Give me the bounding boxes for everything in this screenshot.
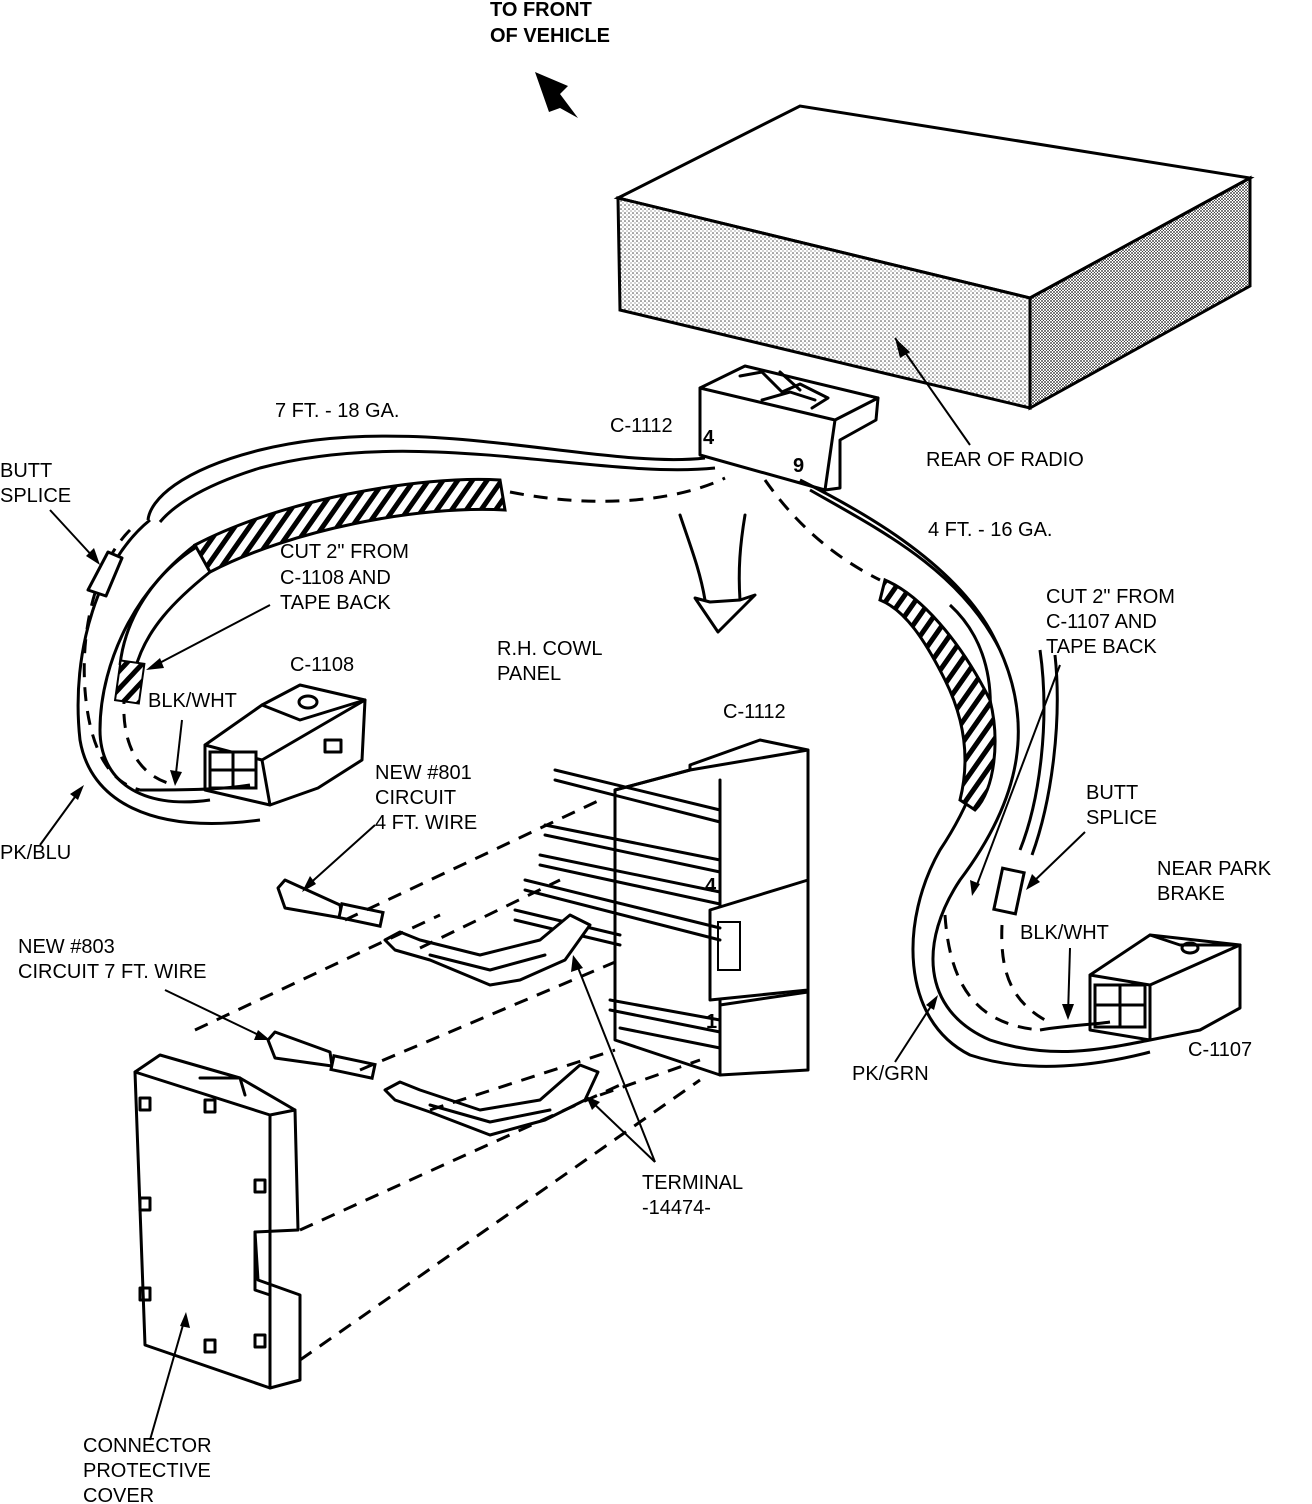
cut-c1107-label-2: C-1107 AND [1046,611,1157,633]
pk-blu-label: PK/BLU [0,842,71,864]
butt-splice-right-label-1: BUTT [1086,782,1138,804]
new-801-label-3: 4 FT. WIRE [375,812,477,834]
near-park-label-1: NEAR PARK [1157,858,1272,880]
flow-arrows [678,513,757,634]
blk-wht-left-label: BLK/WHT [148,690,237,712]
to-front-label-2: OF VEHICLE [490,25,610,47]
rh-cowl-label-1: R.H. COWL [497,638,603,660]
butt-splice-left [49,509,124,598]
c1107-label: C-1107 [1188,1039,1252,1061]
terminal-label-2: -14474- [642,1197,711,1219]
blk-wht-right-label: BLK/WHT [1020,922,1109,944]
cut-c1108-label-3: TAPE BACK [280,592,391,614]
c1108-label: C-1108 [290,654,354,676]
rear-of-radio-leader [894,337,971,446]
taped-stub-left [113,659,146,705]
new-803-label-2: CIRCUIT 7 FT. WIRE [18,961,207,983]
pin-4-main-label: 4 [705,875,717,897]
connector-cover-label-3: COVER [83,1485,154,1504]
to-front-label-1: TO FRONT [490,0,592,21]
terminal-pins [513,768,722,1050]
butt-splice-right [992,831,1086,916]
butt-splice-left-label-1: BUTT [0,460,52,482]
c1112-main-connector [513,738,810,1077]
butt-splice-right-label-2: SPLICE [1086,807,1157,829]
rear-of-radio-label: REAR OF RADIO [926,449,1084,471]
pin-1-main-label: 1 [706,1011,717,1033]
connector-protective-cover [133,1053,302,1390]
wire-4ft-label: 4 FT. - 16 GA. [928,519,1052,541]
wire-7ft-label: 7 FT. - 18 GA. [275,400,399,422]
c1112-top-label: C-1112 [610,415,673,437]
right-wire-harness [763,478,1151,1068]
cut-c1108-label-1: CUT 2" FROM [280,541,409,563]
radio-unit [613,104,1255,411]
new-803-label-1: NEW #803 [18,936,115,958]
new-801-label-2: CIRCUIT [375,787,456,809]
terminal-label-1: TERMINAL [642,1172,743,1194]
connector-cover-label-2: PROTECTIVE [83,1460,211,1482]
cut-c1108-label-2: C-1108 AND [280,567,391,589]
pin-9-label: 9 [793,455,804,477]
connector-cover-label-1: CONNECTOR [83,1435,212,1457]
c1108-connector [139,683,367,807]
cut-c1107-label-3: TAPE BACK [1046,636,1157,658]
c1112-radio-connector [698,364,880,492]
pk-grn-label: PK/GRN [852,1063,929,1085]
c1112-main-label: C-1112 [723,701,786,723]
terminal-803 [266,1030,600,1137]
c1107-connector [1039,933,1242,1042]
cut-c1107-label-1: CUT 2" FROM [1046,586,1175,608]
pin-4-label: 4 [703,427,715,449]
near-park-label-2: BRAKE [1157,883,1225,905]
terminal-801 [276,878,592,987]
new-801-label-1: NEW #801 [375,762,472,784]
rh-cowl-label-2: PANEL [497,663,561,685]
butt-splice-left-label-2: SPLICE [0,485,71,507]
front-direction-arrow [535,72,578,118]
